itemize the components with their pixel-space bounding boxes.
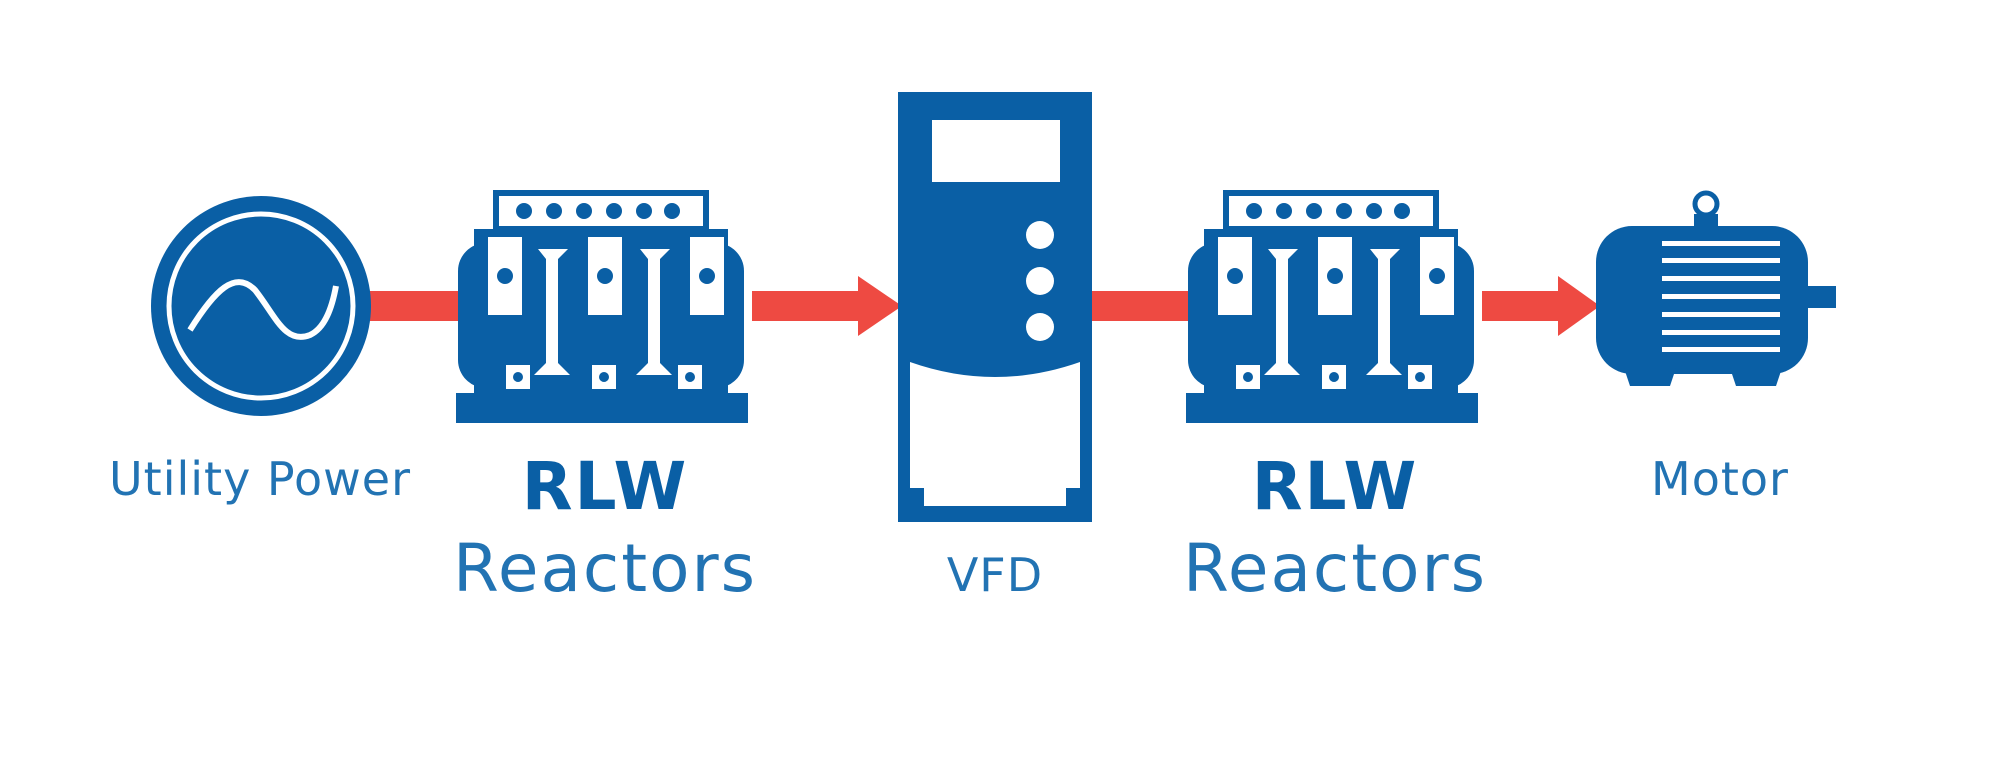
motor-icon <box>1596 190 1836 386</box>
vfd-label: VFD <box>946 548 1044 602</box>
utility-power-label: Utility Power <box>108 452 411 506</box>
vfd-drive-icon <box>898 92 1092 522</box>
arrow-reactor-to-vfd <box>752 276 902 336</box>
reactor-in-label: Reactors <box>452 530 757 607</box>
motor-label: Motor <box>1651 452 1789 506</box>
reactor-icon <box>456 193 748 423</box>
reactor-out-label: Reactors <box>1182 530 1487 607</box>
reactor-in-model-label: RLW <box>521 448 689 525</box>
reactor-icon <box>1186 193 1478 423</box>
ac-sine-source-icon <box>151 196 371 416</box>
connector-vfd-to-reactor <box>1090 291 1190 321</box>
arrow-reactor-to-motor <box>1482 276 1600 336</box>
reactor-out-model-label: RLW <box>1251 448 1419 525</box>
connector-utility-to-reactor <box>370 291 460 321</box>
